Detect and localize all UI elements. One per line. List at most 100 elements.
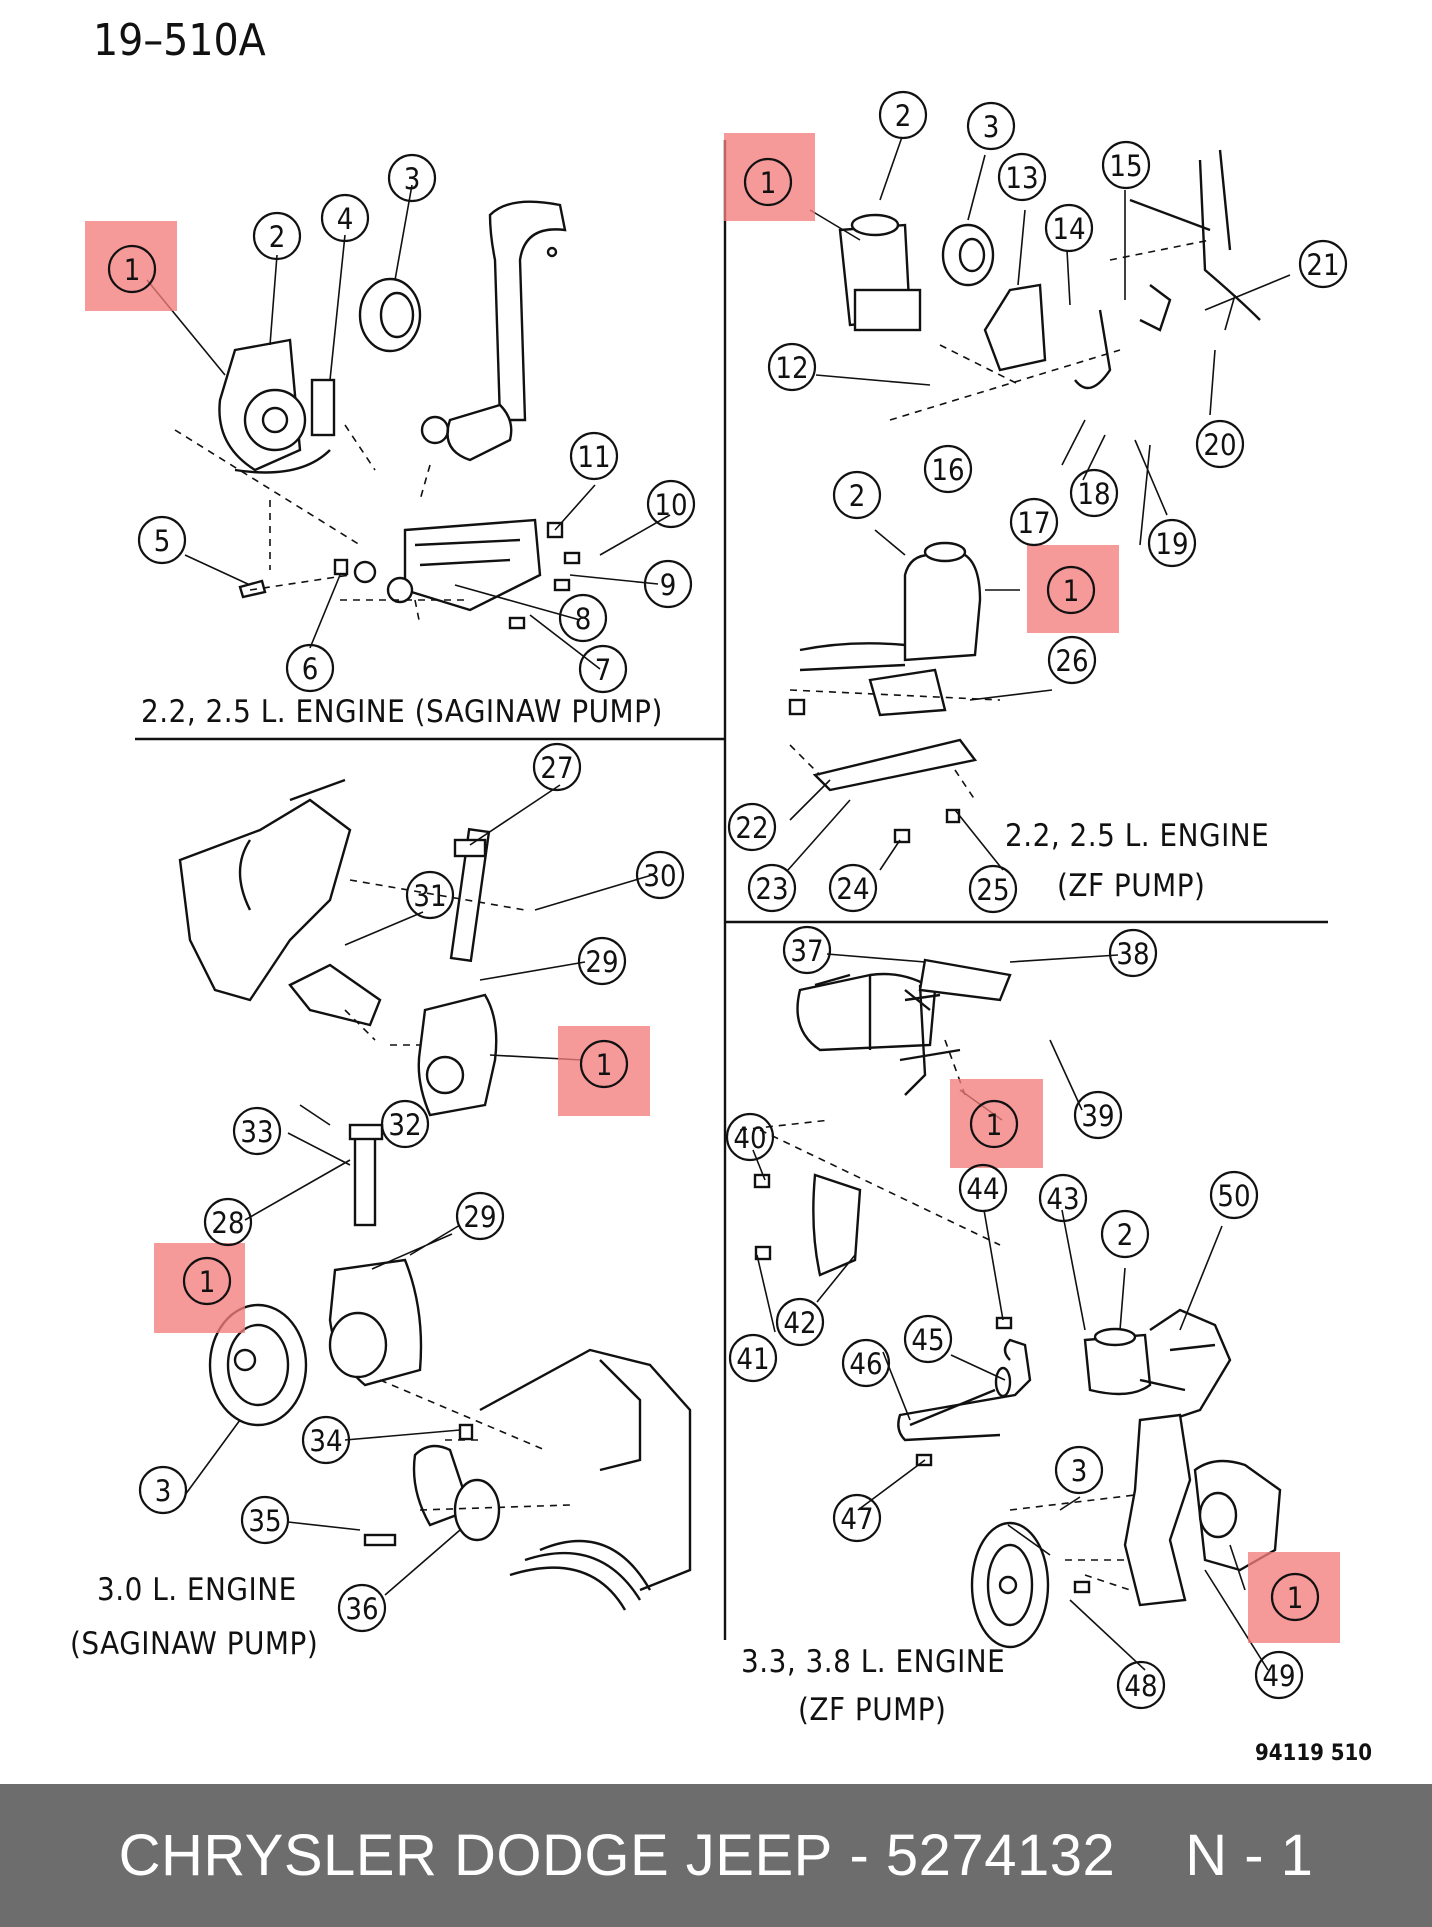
callout-circle [727, 802, 777, 852]
callout-number: 15 [1109, 149, 1142, 183]
callout-number: 12 [775, 351, 808, 385]
highlight-box [950, 1079, 1043, 1168]
callout-number: 9 [660, 568, 677, 602]
callout-circle [968, 864, 1018, 914]
callout-number: 35 [248, 1504, 281, 1538]
callout-number: 3 [155, 1474, 172, 1508]
callout-circle [301, 1415, 351, 1465]
callout-circle [841, 1338, 891, 1388]
callout-number: 23 [755, 872, 788, 906]
callout-number: 11 [577, 440, 610, 474]
callout-circle [1009, 497, 1059, 547]
callout-circle [1069, 468, 1119, 518]
callout-number: 25 [976, 873, 1009, 907]
callout-circle [832, 1493, 882, 1543]
callout-circle [107, 244, 157, 294]
callout-42: 42 [775, 1297, 825, 1347]
callout-44: 44 [958, 1163, 1008, 1213]
callout-number: 31 [413, 879, 446, 913]
callout-circle [137, 515, 187, 565]
callout-39: 39 [1073, 1090, 1123, 1140]
callout-number: 40 [733, 1121, 766, 1155]
callout-2: 2 [832, 470, 882, 520]
callout-circle [767, 342, 817, 392]
section-subtitle: (SAGINAW PUMP) [70, 1626, 318, 1662]
highlight-box [1027, 545, 1119, 633]
callout-31: 31 [405, 870, 455, 920]
callout-number: 2 [849, 479, 866, 513]
callout-3: 3 [1054, 1445, 1104, 1495]
q4-leaders [752, 953, 1269, 1671]
callout-26: 26 [1047, 635, 1097, 685]
callout-number: 41 [736, 1342, 769, 1376]
callout-number: 1 [1063, 574, 1080, 608]
q1-leaders [146, 184, 671, 670]
callout-circle [252, 211, 302, 261]
callout-number: 21 [1306, 248, 1339, 282]
callout-41: 41 [728, 1333, 778, 1383]
callout-35: 35 [240, 1495, 290, 1545]
quadrant-dividers [135, 140, 1328, 1640]
callout-number: 5 [154, 524, 171, 558]
section-subtitle: (ZF PUMP) [798, 1692, 946, 1728]
callout-19: 19 [1147, 518, 1197, 568]
callout-15: 15 [1101, 140, 1151, 190]
callout-number: 37 [790, 934, 823, 968]
callout-number: 27 [540, 751, 573, 785]
callout-circle [579, 1039, 629, 1089]
callout-38: 38 [1108, 928, 1158, 978]
footer-bar: CHRYSLER DODGE JEEP - 5274132 N - 1 [0, 1784, 1432, 1927]
callout-22: 22 [727, 802, 777, 852]
callout-number: 33 [240, 1115, 273, 1149]
callout-number: 39 [1081, 1099, 1114, 1133]
callout-1: 1 [579, 1039, 629, 1089]
footer-brand: CHRYSLER DODGE JEEP [118, 1823, 833, 1888]
section-title: 3.3, 3.8 L. ENGINE [741, 1644, 1005, 1680]
callout-1: 1 [743, 157, 793, 207]
callout-4: 4 [320, 193, 370, 243]
callout-20: 20 [1195, 419, 1245, 469]
callout-13: 13 [997, 152, 1047, 202]
callout-number: 2 [269, 220, 286, 254]
callout-circle [1038, 1173, 1088, 1223]
q3-drawing [178, 778, 692, 1611]
callout-circle [747, 863, 797, 913]
callout-number: 8 [575, 602, 592, 636]
callout-10: 10 [646, 479, 696, 529]
callout-circle [646, 479, 696, 529]
callout-number: 3 [1071, 1454, 1088, 1488]
callout-number: 49 [1262, 1659, 1295, 1693]
callout-number: 3 [983, 110, 1000, 144]
callout-circle [1046, 565, 1096, 615]
callout-45: 45 [903, 1314, 953, 1364]
callout-14: 14 [1044, 203, 1094, 253]
callout-2: 2 [878, 90, 928, 140]
callout-circle [232, 1106, 282, 1156]
callout-circle [320, 193, 370, 243]
callout-18: 18 [1069, 468, 1119, 518]
callout-3: 3 [387, 153, 437, 203]
callout-circle [240, 1495, 290, 1545]
q1-drawing [174, 200, 581, 630]
callout-50: 50 [1209, 1170, 1259, 1220]
callout-circle [1209, 1170, 1259, 1220]
callout-36: 36 [337, 1583, 387, 1633]
callout-1: 1 [1046, 565, 1096, 615]
callout-circle [387, 153, 437, 203]
highlight-box [1248, 1552, 1340, 1643]
callout-2: 2 [252, 211, 302, 261]
callout-3: 3 [138, 1465, 188, 1515]
callout-circle [1100, 1209, 1150, 1259]
callout-circle [182, 1256, 232, 1306]
callout-number: 2 [895, 99, 912, 133]
callout-circle [1195, 419, 1245, 469]
callout-49: 49 [1254, 1650, 1304, 1700]
callout-circle [577, 936, 627, 986]
callout-number: 45 [911, 1323, 944, 1357]
callout-number: 4 [337, 202, 354, 236]
section-title: 3.0 L. ENGINE [97, 1572, 297, 1608]
callout-circle [832, 470, 882, 520]
callout-27: 27 [532, 742, 582, 792]
callout-circle [1298, 239, 1348, 289]
